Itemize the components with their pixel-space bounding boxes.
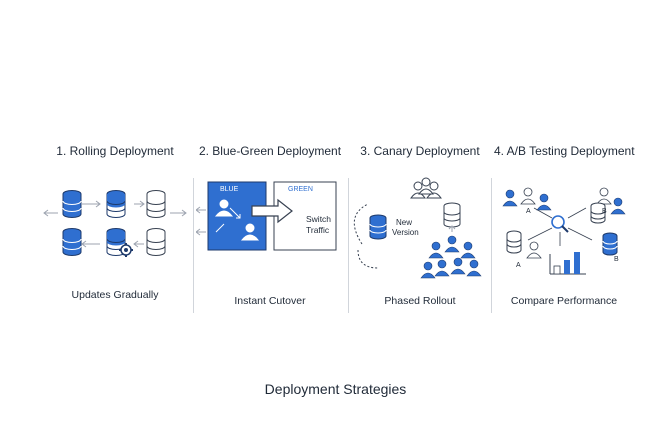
server-white-icon [146, 190, 166, 218]
server-white-icon [506, 230, 522, 254]
user-icon [214, 199, 260, 241]
panel-title-rolling: 1. Rolling Deployment [56, 144, 174, 158]
green-label: GREEN [288, 186, 313, 193]
server-blue-icon [62, 228, 82, 256]
user-icon [502, 189, 626, 215]
rolling-arrows [43, 200, 187, 248]
server-white-icon [146, 228, 166, 256]
user-group-icon [410, 177, 442, 199]
server-white-icon [443, 202, 461, 228]
magnifier-icon [551, 215, 569, 233]
label-a-top: A [526, 208, 531, 215]
server-white-icon [590, 202, 606, 224]
panel-title-canary: 3. Canary Deployment [360, 144, 480, 158]
switch-arrow-icon [251, 198, 293, 224]
panel-caption-rolling: Updates Gradually [71, 289, 159, 301]
blue-label: BLUE [220, 186, 239, 193]
user-crowd-icon [420, 235, 482, 279]
canary-diagram [353, 177, 482, 279]
panel-title-blue-green: 2. Blue-Green Deployment [198, 144, 342, 158]
page-title: Deployment Strategies [264, 381, 407, 397]
divider [348, 178, 349, 313]
divider [193, 178, 194, 313]
switch-traffic-label: Switch Traffic [306, 214, 332, 235]
divider [491, 178, 492, 313]
user-icon [520, 187, 612, 259]
new-version-label: New Version [392, 218, 419, 237]
bar-chart-icon [549, 252, 586, 275]
panel-ab-testing: 4. A/B Testing Deployment [494, 144, 635, 314]
server-blue-icon [62, 190, 82, 218]
panel-title-ab-testing: 4. A/B Testing Deployment [494, 144, 635, 158]
server-blue-icon [602, 232, 618, 256]
panel-canary: 3. Canary Deployment [350, 144, 490, 314]
panel-caption-ab-testing: Compare Performance [510, 295, 618, 307]
panel-blue-green: 2. Blue-Green Deployment BLUE GREEN Swit… [196, 144, 344, 314]
panel-caption-canary: Phased Rollout [384, 295, 456, 307]
ab-testing-diagram [502, 187, 626, 275]
panel-caption-blue-green: Instant Cutover [234, 295, 306, 307]
gear-icon [119, 243, 133, 257]
server-blue-icon [369, 214, 387, 240]
blue-green-diagram [196, 181, 337, 251]
label-a-bottom: A [516, 262, 521, 269]
label-b-top: B [602, 208, 607, 215]
label-b-bottom: B [614, 256, 619, 263]
panel-rolling: 1. Rolling Deployment [40, 144, 190, 314]
rolling-diagram [43, 190, 187, 257]
server-updating-icon [106, 190, 126, 218]
